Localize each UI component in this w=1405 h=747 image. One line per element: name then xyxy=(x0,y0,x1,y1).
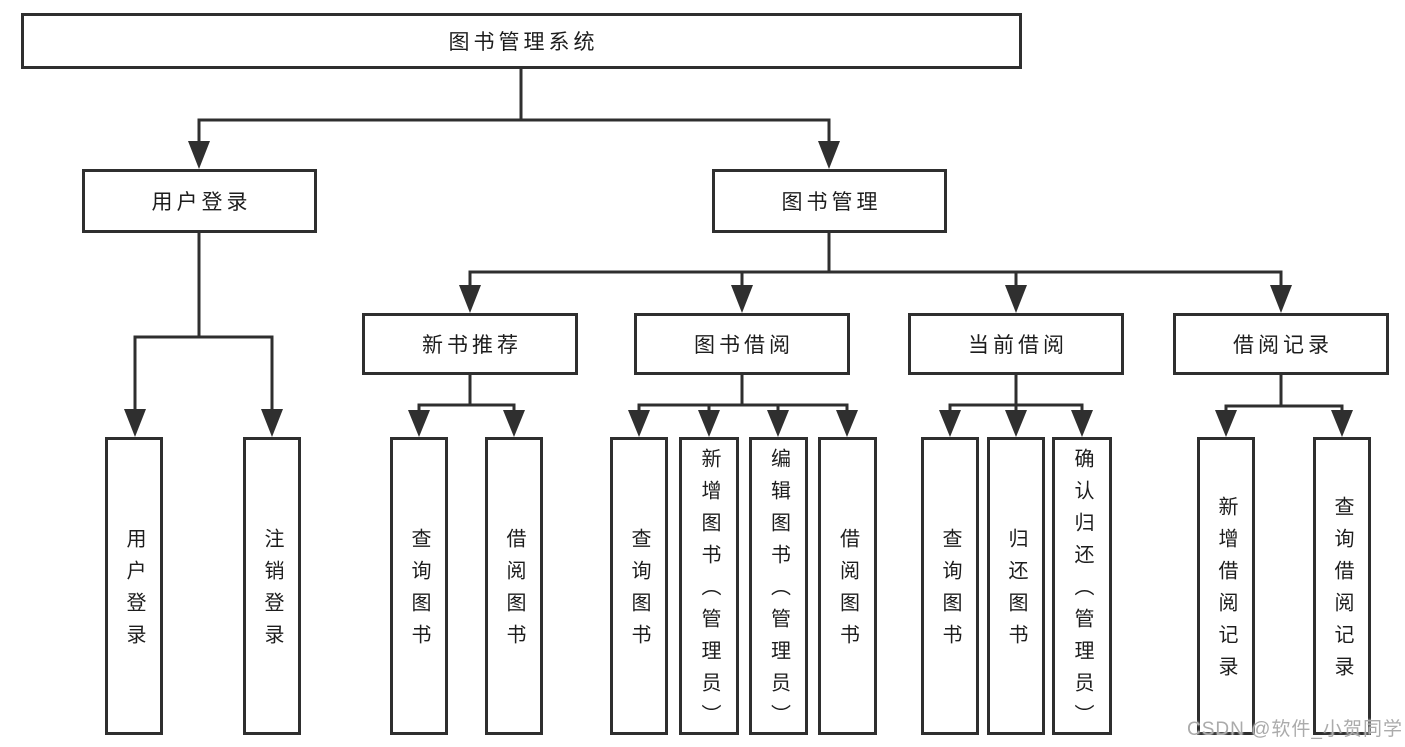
node-current-borrowing: 当前借阅 xyxy=(908,313,1124,375)
node-root-label: 图书管理系统 xyxy=(448,31,599,54)
connector-root-to-level2 xyxy=(197,69,831,142)
leaf-borrowing-add-admin-label: 新增图书（管理员） xyxy=(698,448,720,736)
leaf-borrowing-query-label: 查询图书 xyxy=(628,528,650,656)
leaf-borrowing-query: 查询图书 xyxy=(610,437,668,735)
node-user-login-label: 用户登录 xyxy=(151,191,252,214)
connector-borrowing-records-to-leaves xyxy=(1224,375,1344,411)
node-root: 图书管理系统 xyxy=(21,13,1022,69)
connector-new-books-to-leaves xyxy=(417,375,516,411)
connector-book-management-to-level3 xyxy=(468,233,1283,286)
connector-book-borrowing-to-leaves xyxy=(637,375,849,411)
leaf-borrowing-add-admin: 新增图书（管理员） xyxy=(679,437,739,736)
leaf-current-confirm-admin-label: 确认归还（管理员） xyxy=(1071,448,1093,736)
leaf-records-query-label: 查询借阅记录 xyxy=(1331,496,1353,688)
leaf-borrowing-borrow: 借阅图书 xyxy=(818,437,877,735)
leaf-records-query: 查询借阅记录 xyxy=(1313,437,1371,735)
leaf-borrowing-edit-admin-label: 编辑图书（管理员） xyxy=(767,448,790,736)
leaf-records-add-label: 新增借阅记录 xyxy=(1215,496,1237,688)
leaf-new-books-query: 查询图书 xyxy=(390,437,448,735)
leaf-user-login: 用户登录 xyxy=(105,437,163,735)
node-book-borrowing-label: 图书借阅 xyxy=(694,334,794,357)
leaf-new-books-query-label: 查询图书 xyxy=(408,528,430,656)
leaf-current-query: 查询图书 xyxy=(921,437,979,735)
leaf-current-return: 归还图书 xyxy=(987,437,1045,735)
node-new-books: 新书推荐 xyxy=(362,313,578,375)
node-borrowing-records-label: 借阅记录 xyxy=(1233,334,1333,357)
leaf-logout: 注销登录 xyxy=(243,437,301,735)
watermark: CSDN @软件_小贺同学 xyxy=(1187,719,1403,740)
leaf-current-return-label: 归还图书 xyxy=(1005,528,1027,656)
leaf-user-login-label: 用户登录 xyxy=(123,528,145,656)
node-new-books-label: 新书推荐 xyxy=(422,334,522,357)
connector-current-borrowing-to-leaves xyxy=(948,375,1084,411)
arrowheads xyxy=(124,141,1353,437)
leaf-records-add: 新增借阅记录 xyxy=(1197,437,1255,735)
leaf-current-confirm-admin: 确认归还（管理员） xyxy=(1052,437,1112,736)
node-book-management: 图书管理 xyxy=(712,169,947,233)
node-book-management-label: 图书管理 xyxy=(781,191,882,214)
node-book-borrowing: 图书借阅 xyxy=(634,313,850,375)
node-user-login: 用户登录 xyxy=(82,169,317,233)
leaf-borrowing-edit-admin: 编辑图书（管理员） xyxy=(749,437,808,736)
node-borrowing-records: 借阅记录 xyxy=(1173,313,1389,375)
leaf-new-books-borrow-label: 借阅图书 xyxy=(503,528,525,656)
leaf-borrowing-borrow-label: 借阅图书 xyxy=(836,528,859,656)
leaf-current-query-label: 查询图书 xyxy=(939,528,961,656)
leaf-new-books-borrow: 借阅图书 xyxy=(485,437,543,735)
connector-user-login-to-leaves xyxy=(133,233,274,410)
node-current-borrowing-label: 当前借阅 xyxy=(968,334,1068,357)
leaf-logout-label: 注销登录 xyxy=(261,528,283,656)
